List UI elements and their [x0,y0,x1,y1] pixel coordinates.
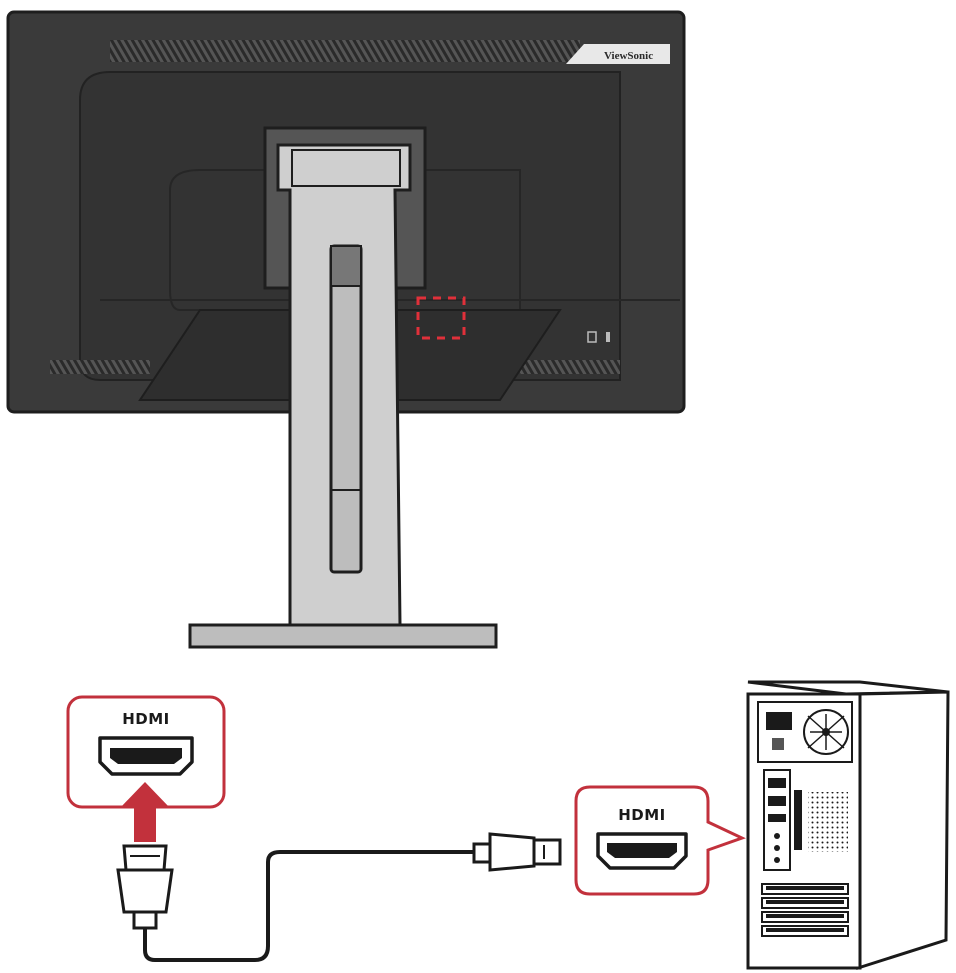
hdmi-logo-right: HDMI [618,806,666,824]
hdmi-logo-left: HDMI [122,710,170,728]
tower-side [856,690,950,971]
inner-panel [169,169,521,311]
computer-tower [746,680,950,971]
monitor-stand [188,143,498,649]
brand-tab [566,44,670,64]
lock-slot-icon [587,331,597,343]
cable-slot [329,244,363,574]
hdmi-plug-icon-right [472,832,562,872]
case-vent [808,792,848,852]
expansion-slots [761,883,849,937]
bottom-vent-right [520,360,620,374]
stand-top-clip [291,149,401,187]
hdmi-plug-icon [116,844,174,930]
hdmi-port-icon [98,736,194,776]
hdmi-cable [143,850,474,962]
computer-hdmi-callout: HDMI [574,785,746,896]
stand-base [188,623,498,649]
hdmi-port-icon-right [596,832,688,870]
fan-icon [803,709,849,755]
brand-logo: ViewSonic [604,50,653,62]
top-vent [110,40,580,62]
hdmi-port-highlight [416,296,466,340]
insert-arrow-icon [120,782,170,842]
monitor-hdmi-callout: HDMI [66,695,226,809]
bottom-vent-left [50,360,150,374]
